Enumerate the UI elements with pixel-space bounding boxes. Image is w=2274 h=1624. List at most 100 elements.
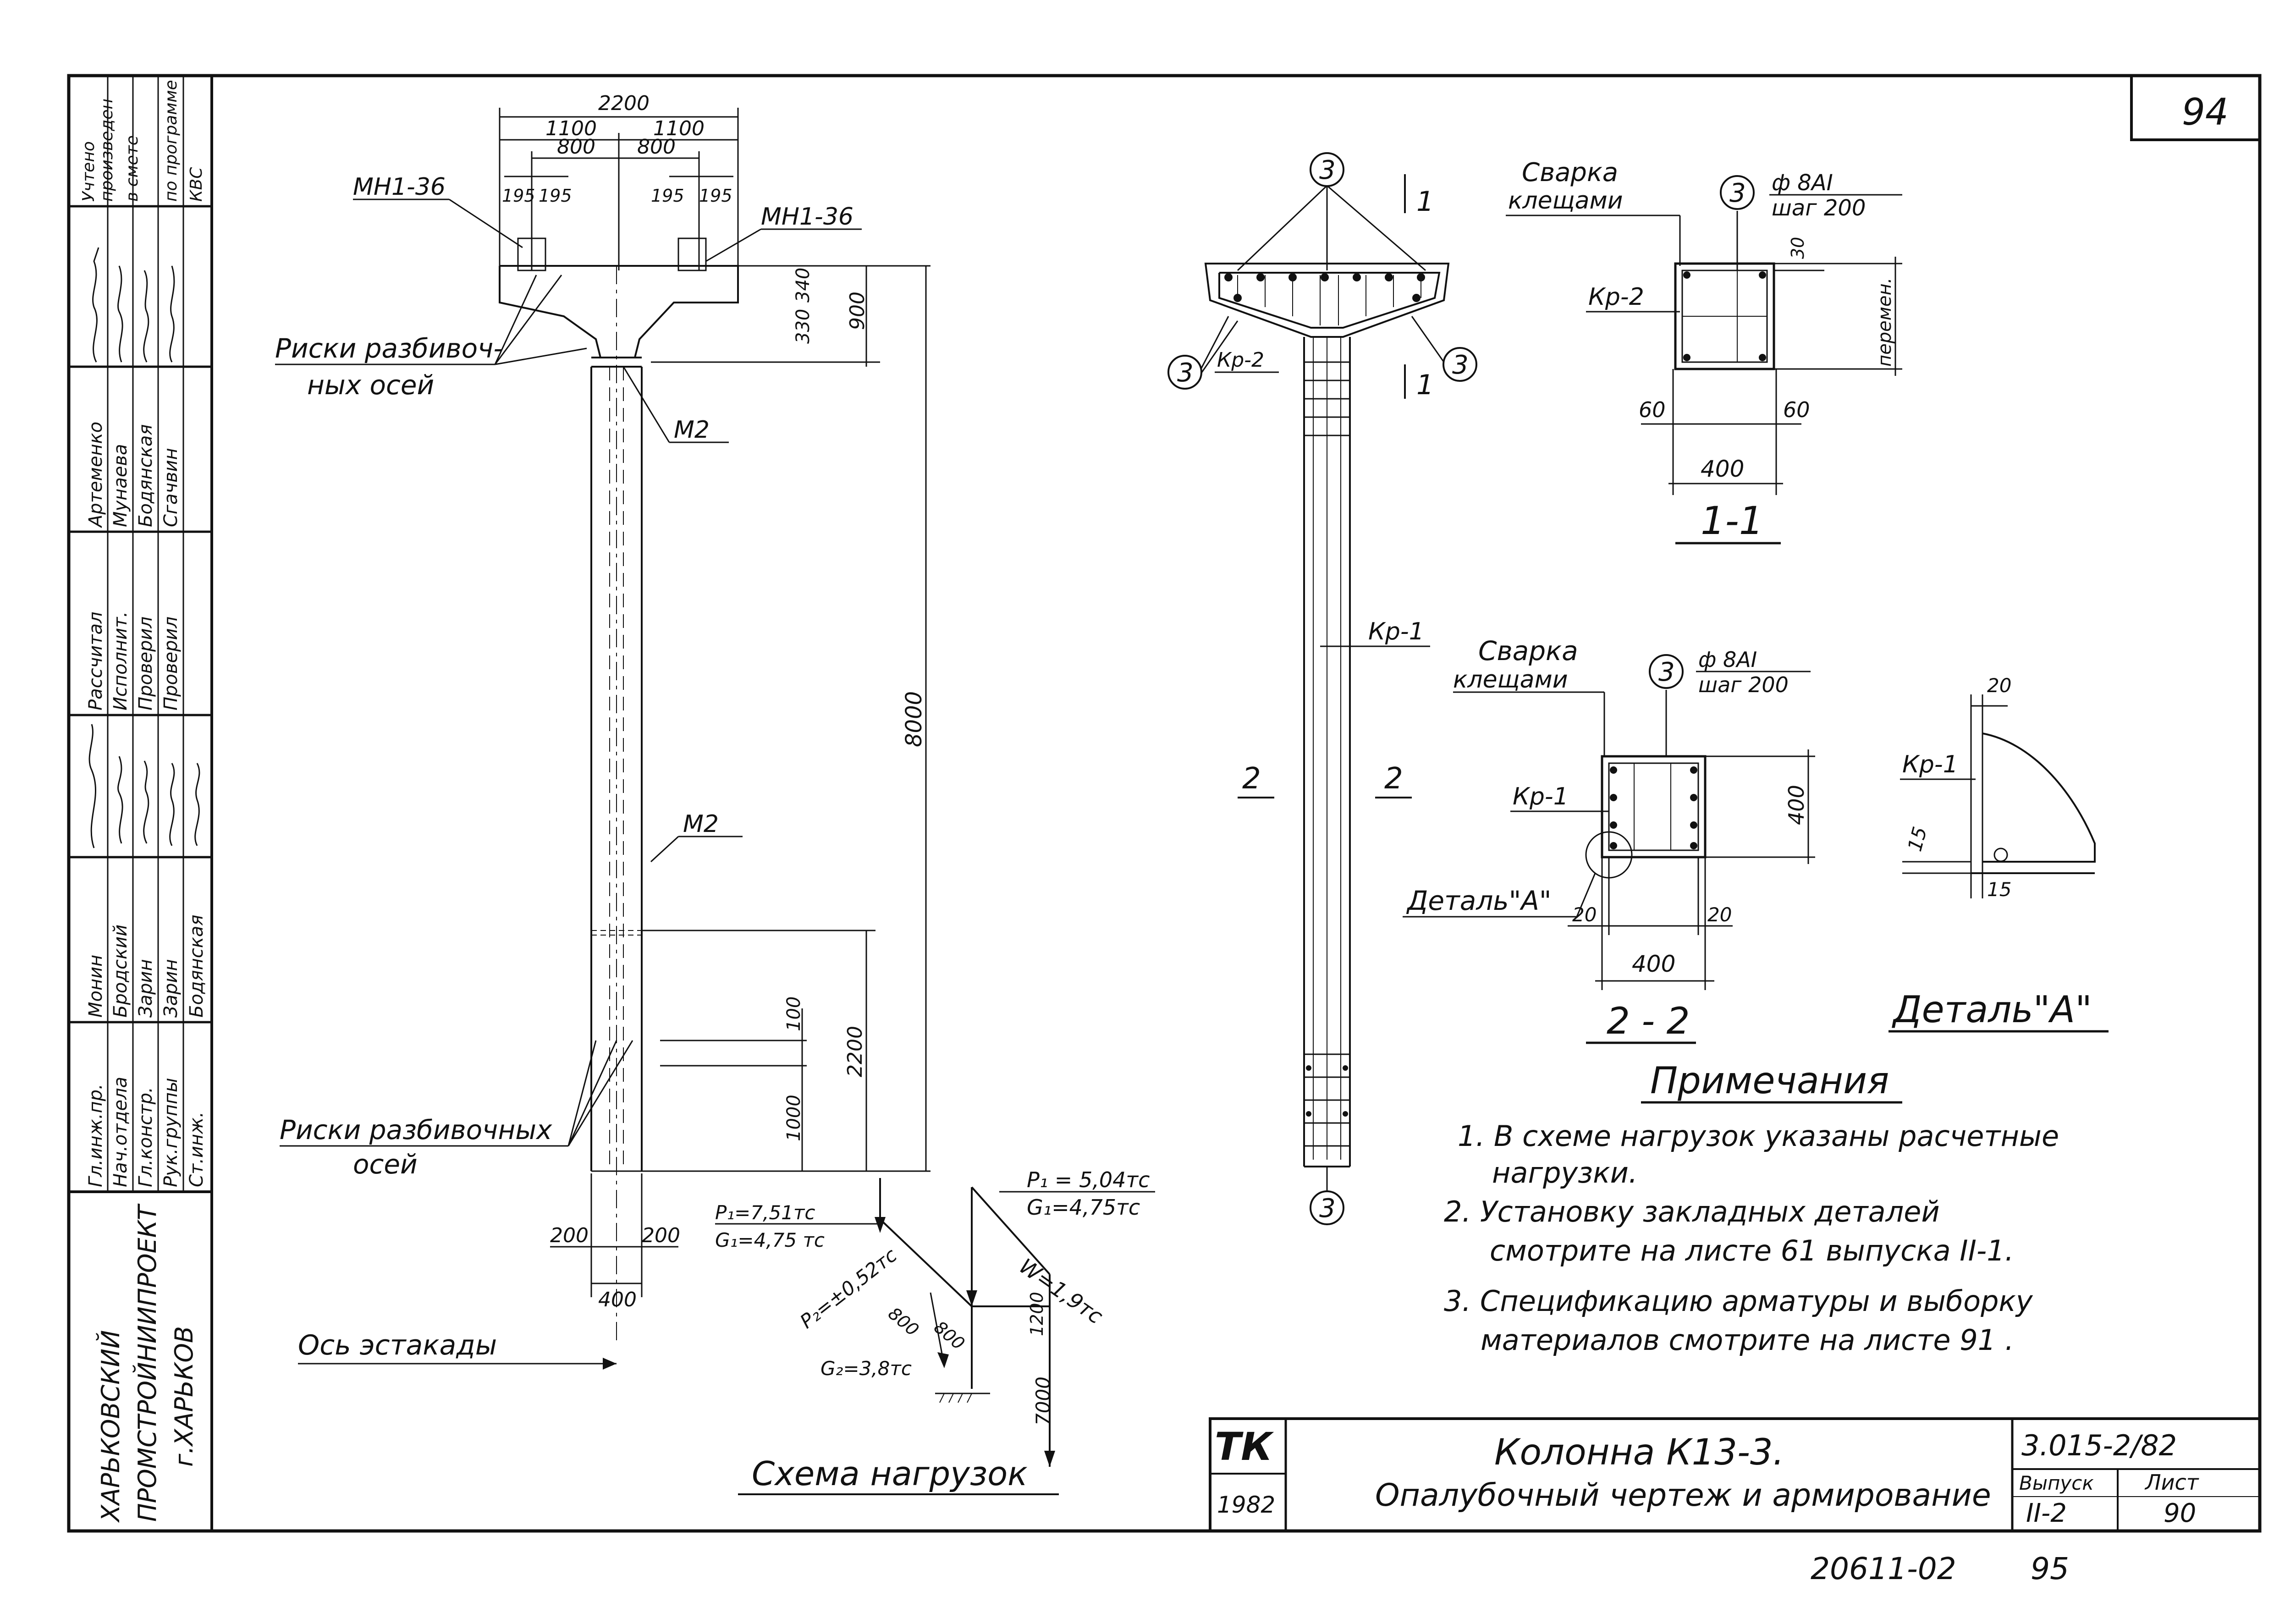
sheet-number-box: 94 (2130, 74, 2261, 141)
s11-dim-60-r: 60 (1783, 397, 1810, 422)
sheet-number: 94 (2182, 91, 2229, 133)
drawing-title-2: Опалубочный чертеж и армирование (1375, 1477, 1991, 1514)
load-g1-right: G₁=4,75тс (1027, 1195, 1140, 1220)
s22-bar: ф 8АI (1698, 647, 1757, 672)
stamp-role-2: Исполнит. (110, 611, 131, 710)
m2-label-mid: М2 (683, 810, 719, 838)
axes-label-top-1: Риски разбивоч- (275, 333, 503, 364)
bottom-code: 20611-02 (1811, 1551, 1956, 1586)
stamp-note-4: по программе (162, 80, 181, 202)
sheet-frame (67, 74, 2262, 1533)
dim-2200: 2200 (598, 92, 650, 115)
stamp-exec-2: Мунаева (110, 444, 131, 527)
dim-195-1: 195 (502, 186, 535, 206)
stamp-role-1: Рассчитал (85, 611, 106, 710)
s11-dim-60-l: 60 (1639, 397, 1666, 422)
axis-label: Ось эстакады (298, 1329, 497, 1361)
dim-900: 900 (846, 292, 869, 330)
stamp-name-1: Монин (85, 955, 106, 1018)
axes-label-bottom-1: Риски разбивочных (280, 1114, 552, 1145)
axes-label-top-2: ных осей (307, 369, 434, 401)
load-dim-7000: 7000 (1032, 1376, 1054, 1426)
dim-340: 340 (793, 268, 814, 303)
issue-value: II-2 (2026, 1498, 2067, 1528)
s22-title: 2 - 2 (1607, 1000, 1690, 1042)
s11-dim-perem: перемен. (1874, 278, 1895, 367)
dim-330: 330 (793, 309, 814, 344)
s22-detail: Деталь"А" (1406, 885, 1552, 916)
stamp-name-2: Бродский (110, 925, 131, 1018)
dim-1100-l: 1100 (545, 117, 597, 140)
s22-kp: Кр-1 (1513, 783, 1569, 810)
notes: Примечания 1. В схеме нагрузок указаны р… (1444, 1059, 2059, 1357)
dim-200-l: 200 (550, 1224, 589, 1247)
s22-mark: 3 (1658, 657, 1675, 687)
load-scheme: P₁=7,51тс G₁=4,75 тс P₁ = 5,04тс G₁=4,75… (715, 1167, 1155, 1495)
mark-3-top: 3 (1319, 155, 1336, 185)
s11-dim-400: 400 (1701, 456, 1744, 482)
axes-label-bottom-2: осей (353, 1149, 418, 1180)
note-2a: 2. Установку закладных деталей (1444, 1195, 1940, 1228)
dim-400-b: 400 (598, 1288, 637, 1311)
sheet-label: Лист (2144, 1470, 2199, 1495)
load-p1-right: P₁ = 5,04тс (1027, 1167, 1150, 1192)
s22-step: шаг 200 (1698, 672, 1789, 697)
dim-200-r: 200 (642, 1224, 680, 1247)
cut-1-bottom: 1 (1416, 369, 1434, 401)
dim-1000: 1000 (783, 1095, 804, 1141)
section-1-1: Сварка клещами 3 ф 8АI шаг 200 Кр-2 (1506, 158, 1902, 545)
stamp-note-5: КВС (187, 167, 206, 202)
bottom-number: 95 (2031, 1551, 2069, 1586)
cut-2-left: 2 (1242, 762, 1261, 796)
load-scheme-title: Схема нагрузок (752, 1454, 1028, 1493)
stamp-org-3: г.ХАРЬКОВ (170, 1326, 198, 1467)
stamp-role-3: Проверил (135, 617, 156, 710)
stamp-exec-4: Сгачвин (160, 448, 182, 527)
dim-100: 100 (783, 996, 804, 1031)
m2-label-top: М2 (674, 416, 710, 444)
stamp-note-1: Учтено (79, 141, 98, 202)
note-3a: 3. Спецификацию арматуры и выборку (1444, 1284, 2033, 1318)
mn-label-left: МН1-36 (353, 173, 446, 201)
load-dim-1200: 1200 (1027, 1292, 1047, 1336)
s11-step: шаг 200 (1772, 195, 1866, 221)
dim-195-2: 195 (539, 186, 572, 206)
title-block: ТК 1982 Колонна К13-3. Опалубочный черте… (1209, 1417, 2261, 1532)
s11-weld-2: клещами (1508, 187, 1623, 215)
note-1a: 1. В схеме нагрузок указаны расчетные (1458, 1119, 2059, 1153)
stamp-name-5: Бодянская (186, 914, 207, 1018)
stamp-exec-1: Артеменко (85, 422, 106, 528)
dim-2200-v: 2200 (843, 1026, 867, 1077)
note-2b: смотрите на листе 61 выпуска II-1. (1490, 1234, 2014, 1267)
stamp-pos-4: Рук.группы (160, 1078, 182, 1187)
detail-a-title: Деталь"А" (1892, 988, 2092, 1031)
drawing-title-1: Колонна К13-3. (1494, 1432, 1784, 1473)
load-g2: G₂=3,8тс (820, 1357, 912, 1380)
detail-a-dim-15-b: 15 (1987, 878, 2011, 901)
stamp-role-4: Проверил (160, 617, 182, 710)
stamp-pos-3: Гл.констр. (135, 1087, 156, 1187)
stamp-org-2: ПРОМСТРОЙНИИПРОЕКТ (133, 1203, 162, 1522)
s11-bar: ф 8АI (1772, 170, 1833, 196)
formwork-drawing: 2200 1100 1100 800 800 195 195 195 195 М… (275, 92, 931, 1370)
dim-195-3: 195 (651, 186, 684, 206)
load-p1-left: P₁=7,51тс (715, 1201, 815, 1224)
s22-dim-20-l: 20 (1572, 903, 1597, 926)
stamp-pos-1: Гл.инж.пр. (85, 1084, 106, 1187)
detail-a: Кр-1 20 15 15 Деталь"А" (1889, 674, 2109, 1033)
reinforcement-drawing: 3 3 3 3 1 1 2 2 Кр-2 Кр-1 (1167, 152, 1477, 1225)
s11-title: 1-1 (1701, 498, 1763, 543)
section-2-2: Сварка клещами 3 ф 8АI шаг 200 Кр-1 Дета… (1403, 635, 1815, 1044)
issue-label: Выпуск (2019, 1472, 2094, 1494)
stamp-note-2: произведен (98, 99, 116, 202)
notes-heading: Примечания (1650, 1059, 1889, 1102)
dim-800-r: 800 (637, 135, 676, 159)
mark-3-left: 3 (1177, 358, 1194, 388)
cut-2-right: 2 (1384, 762, 1403, 796)
detail-a-dim-15-a: 15 (1903, 824, 1931, 853)
stamp-signatures-upper (92, 247, 175, 363)
dim-1100-r: 1100 (653, 117, 705, 140)
load-dim-800-1: 800 (884, 1303, 923, 1340)
s22-weld-2: клещами (1453, 666, 1568, 694)
